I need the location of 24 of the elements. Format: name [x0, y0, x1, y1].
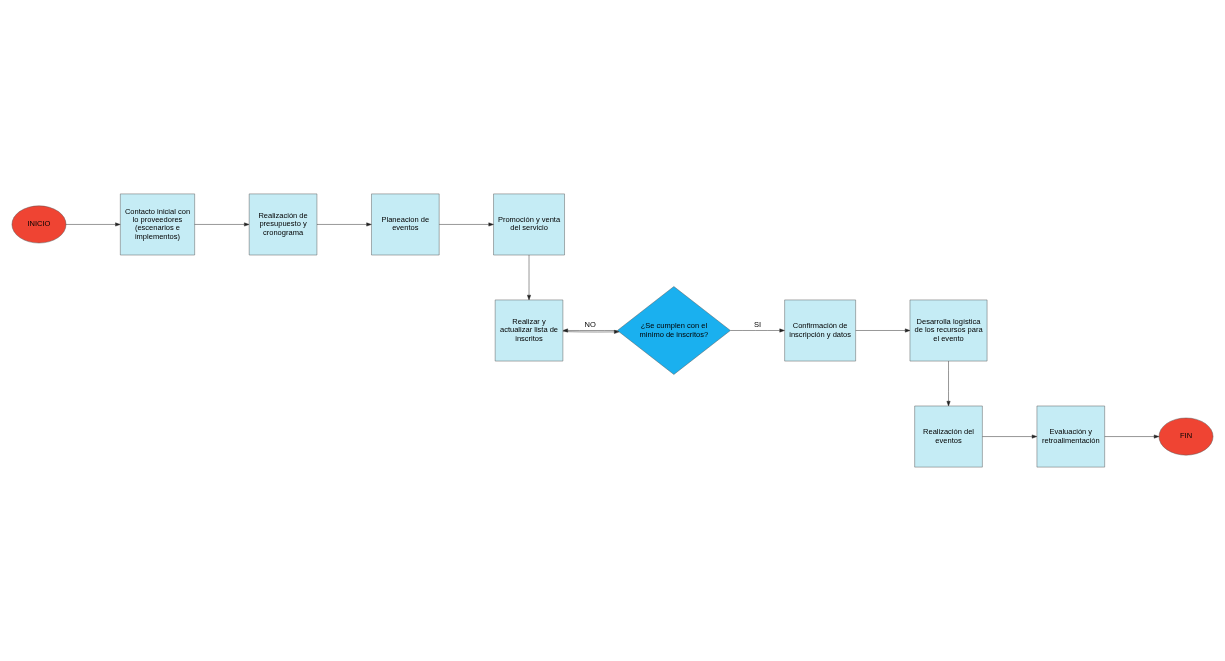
arrow [439, 222, 494, 227]
arrow [316, 222, 372, 227]
node-ellipse: FIN [1158, 417, 1214, 456]
node-box: Realización del eventos [914, 405, 983, 468]
node-box: Confirmación de inscripción y datos [784, 299, 856, 362]
node-ellipse: INICIO [11, 205, 67, 244]
arrow [65, 222, 121, 227]
arrow [1104, 434, 1160, 439]
node-diamond: ¿Se cumplen con el minimo de inscritos? [617, 286, 731, 375]
arrow [855, 328, 911, 333]
arrow [527, 254, 531, 301]
edge-label: SI [753, 319, 762, 329]
node-box: Contacto inicial con lo proveedores (escenarios e implementos) [120, 193, 195, 256]
node-box: Realizar y actualizar lista de inscritos [494, 299, 564, 362]
arrow [982, 434, 1038, 439]
node-box: Desarrolla logística de los recursos para el evento [909, 299, 988, 362]
node-box: Evaluación y retroalimentación [1036, 405, 1105, 468]
arrow [946, 360, 951, 407]
arrow [194, 222, 250, 227]
node-box: Promoción y venta del servicio [493, 193, 565, 256]
node-box: Planeacion de eventos [371, 193, 440, 256]
edge-label: NO [584, 319, 596, 329]
node-box: Realización de presupuesto y cronograma [248, 193, 318, 256]
arrow [730, 328, 785, 333]
